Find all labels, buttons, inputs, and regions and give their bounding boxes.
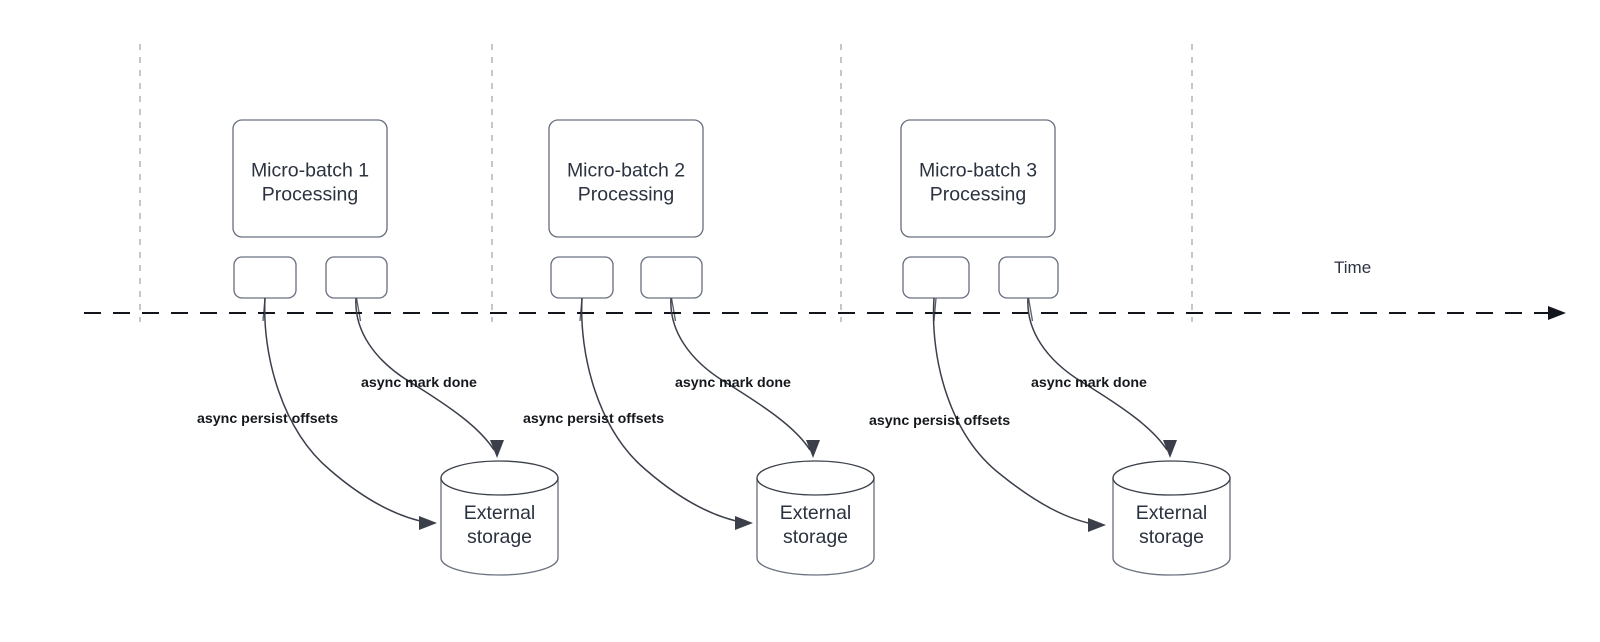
storage-label-line2: storage <box>783 526 848 548</box>
task-box-stem <box>933 297 937 322</box>
storage-cylinder-body[interactable] <box>756 477 875 576</box>
task-box-mark-done-task[interactable] <box>998 256 1059 299</box>
storage-cylinder-top <box>1112 460 1231 496</box>
edge-async-mark-done <box>1027 297 1168 451</box>
task-box-mark-done-task[interactable] <box>640 256 703 299</box>
edge-label-async-persist-offsets: async persist offsets <box>197 411 338 427</box>
edge-async-persist-offsets <box>263 297 431 524</box>
micro-batch-title-line2: Processing <box>930 184 1026 206</box>
edge-arrowhead-icon-async-persist-offsets <box>735 516 753 530</box>
edge-arrowhead-icon-async-mark-done <box>1163 440 1177 458</box>
micro-batch-title-line1: Micro-batch 1 <box>251 160 369 182</box>
storage-label-line1: External <box>1136 502 1208 524</box>
edge-arrowhead-icon-async-persist-offsets <box>1088 518 1106 532</box>
task-box-stem <box>355 297 362 322</box>
time-axis-label: Time <box>1334 258 1371 277</box>
task-box-stem <box>1027 297 1034 322</box>
time-axis-arrowhead-icon <box>1548 306 1566 320</box>
storage-cylinder-body[interactable] <box>1112 477 1231 576</box>
edge-label-async-mark-done: async mark done <box>361 375 477 391</box>
storage-label-line2: storage <box>1139 526 1204 548</box>
task-box-persist-offsets-task[interactable] <box>233 256 297 299</box>
storage-cylinder-body[interactable] <box>440 477 559 576</box>
storage-label-line2: storage <box>467 526 532 548</box>
micro-batch-title-line2: Processing <box>262 184 358 206</box>
micro-batch-title-line2: Processing <box>578 184 674 206</box>
edge-label-async-persist-offsets: async persist offsets <box>523 411 664 427</box>
micro-batch-title-line1: Micro-batch 3 <box>919 160 1037 182</box>
micro-batch-box[interactable] <box>900 119 1056 238</box>
micro-batch-box[interactable] <box>548 119 704 238</box>
task-box-persist-offsets-task[interactable] <box>902 256 970 299</box>
storage-label-line1: External <box>464 502 536 524</box>
task-box-persist-offsets-task[interactable] <box>550 256 614 299</box>
edge-async-mark-done <box>670 297 811 451</box>
edge-arrowhead-icon-async-mark-done <box>490 440 504 458</box>
edge-async-persist-offsets <box>932 297 1099 526</box>
edge-arrowhead-icon-async-mark-done <box>806 440 820 458</box>
edge-label-async-mark-done: async mark done <box>1031 375 1147 391</box>
storage-cylinder-top <box>756 460 875 496</box>
micro-batch-title-line1: Micro-batch 2 <box>567 160 685 182</box>
micro-batch-box[interactable] <box>232 119 388 238</box>
edge-label-async-persist-offsets: async persist offsets <box>869 413 1010 429</box>
edge-label-async-mark-done: async mark done <box>675 375 791 391</box>
storage-label-line1: External <box>780 502 852 524</box>
storage-cylinder-top <box>440 460 559 496</box>
edge-async-persist-offsets <box>580 297 747 524</box>
edge-arrowhead-icon-async-persist-offsets <box>419 516 437 530</box>
task-box-stem <box>670 297 677 322</box>
edge-async-mark-done <box>355 297 495 451</box>
task-box-mark-done-task[interactable] <box>325 256 388 299</box>
